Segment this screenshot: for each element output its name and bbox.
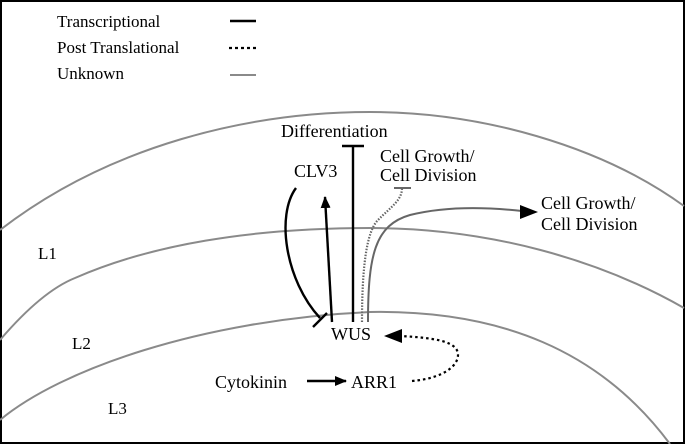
edge-clv3-represses-wus [284,187,321,319]
layer-label-l1: L1 [38,244,57,263]
layer-label-l2: L2 [72,334,91,353]
edge-clv3-wus-bar [312,312,328,328]
layer-label-l3: L3 [108,399,127,418]
l1-outer-boundary [0,110,685,231]
node-cytokinin: Cytokinin [215,372,287,392]
legend-label-unknown: Unknown [57,64,125,83]
edge-arr1-activates-wus [399,334,460,383]
node-clv3: CLV3 [294,161,337,181]
edge-wus-activates-clv3 [320,196,334,323]
edge-wus-represses-cell-growth-inner [360,187,404,323]
node-cell-growth-inner-line1: Cell Growth/ [380,146,475,166]
node-cell-growth-inner-line2: Cell Division [380,165,477,185]
legend: Transcriptional Post Translational Unkno… [57,12,256,83]
node-cell-growth-outer-line2: Cell Division [541,214,638,234]
l1-l2-boundary [0,226,685,341]
legend-label-transcriptional: Transcriptional [57,12,161,31]
edge-arr1-wus-arrowhead [384,329,402,343]
node-arr1: ARR1 [351,372,397,392]
edge-wus-activates-cell-growth-outer [367,207,523,323]
legend-label-post-translational: Post Translational [57,38,180,57]
node-wus: WUS [331,324,371,344]
edge-cell-growth-outer-arrowhead [520,205,538,219]
l2-l3-boundary [0,310,671,444]
node-cell-growth-outer-line1: Cell Growth/ [541,193,636,213]
node-differentiation: Differentiation [281,121,388,141]
